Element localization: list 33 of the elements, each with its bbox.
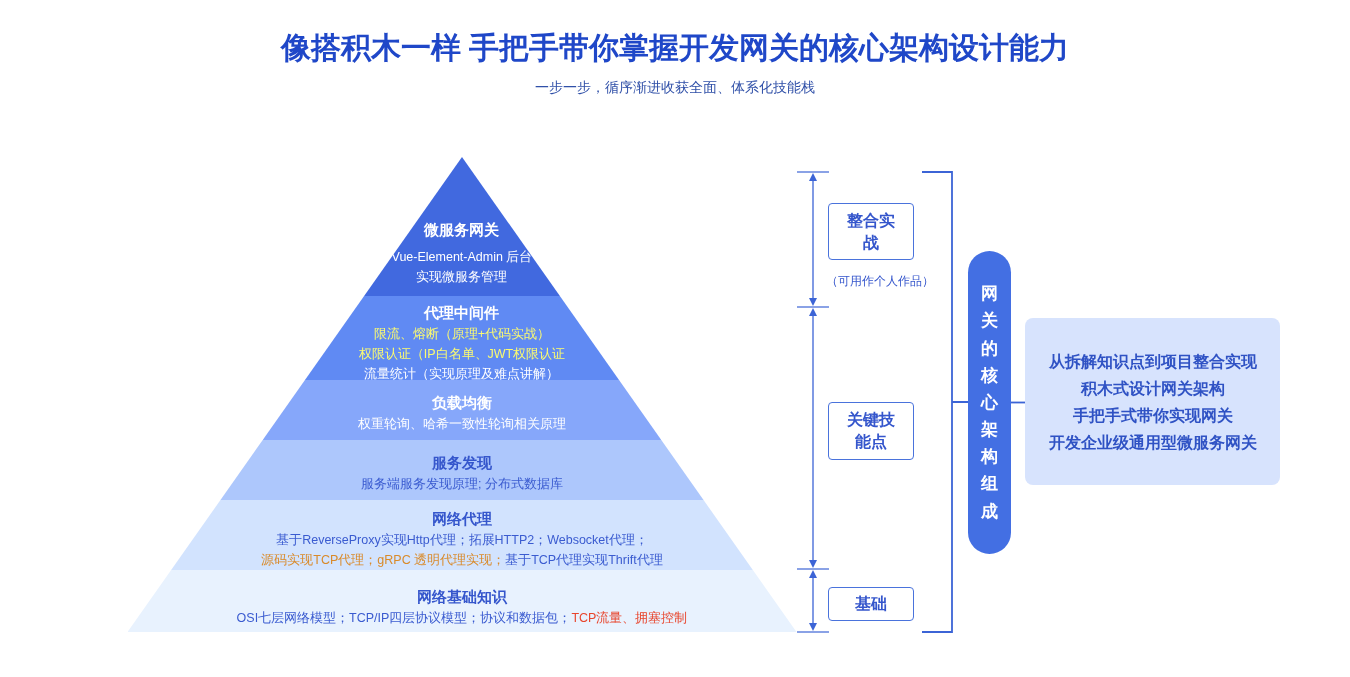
layer-description: 权重轮询、哈希一致性轮询相关原理 — [358, 416, 566, 433]
pill-label: 网关的核心架构组成 — [981, 283, 998, 523]
summary-text: 积木式设计网关架构 — [1080, 378, 1225, 399]
layer-description: 基于ReverseProxy实现Http代理；拓展HTTP2；Websocket代理； — [276, 532, 648, 549]
layer-description: 服务端服务发现原理; 分布式数据库 — [361, 476, 563, 493]
layer-description: 流量统计（实现原理及难点讲解） — [364, 366, 560, 383]
layer-description: 基于TCP代理实现Thrift代理 — [505, 552, 663, 569]
layer-description: OSI七层网络模型；TCP/IP四层协议模型；协议和数据包； — [236, 610, 572, 627]
layer-description: 源码实现TCP代理；gRPC 透明代理实现； — [261, 552, 506, 569]
layer-title: 微服务网关 — [424, 220, 500, 240]
layer-title: 代理中间件 — [424, 303, 500, 323]
layer-title: 服务发现 — [432, 453, 492, 473]
page-title: 像搭积木一样 手把手带你掌握开发网关的核心架构设计能力 — [279, 30, 1071, 66]
stage-note: （可用作个人作品） — [826, 273, 934, 290]
layer-description: 限流、熔断（原理+代码实战） — [373, 326, 551, 343]
stage-box — [828, 402, 914, 460]
summary-text: 开发企业级通用型微服务网关 — [1048, 432, 1257, 453]
layer-description: Vue-Element-Admin 后台实现微服务管理 — [390, 249, 534, 286]
stage-label: 关键技能点 — [847, 410, 895, 452]
stage-label: 整合实战 — [847, 210, 895, 253]
vertical-pill — [968, 251, 1011, 554]
subtitle: 一步一步，循序渐进收获全面、体系化技能栈 — [534, 79, 816, 97]
layer-title: 网络代理 — [432, 509, 492, 529]
layer-description: TCP流量、拥塞控制 — [571, 610, 688, 627]
layer-description: 权限认证（IP白名单、JWT权限认证 — [358, 346, 566, 363]
stage-box — [828, 587, 914, 621]
summary-text: 手把手式带你实现网关 — [1072, 405, 1233, 426]
layer-title: 网络基础知识 — [417, 587, 507, 607]
stage-label: 基础 — [854, 594, 888, 614]
layer-title: 负载均衡 — [432, 393, 492, 413]
stage-box — [828, 203, 914, 260]
summary-panel — [1025, 318, 1280, 485]
summary-text: 从拆解知识点到项目整合实现 — [1048, 351, 1257, 372]
